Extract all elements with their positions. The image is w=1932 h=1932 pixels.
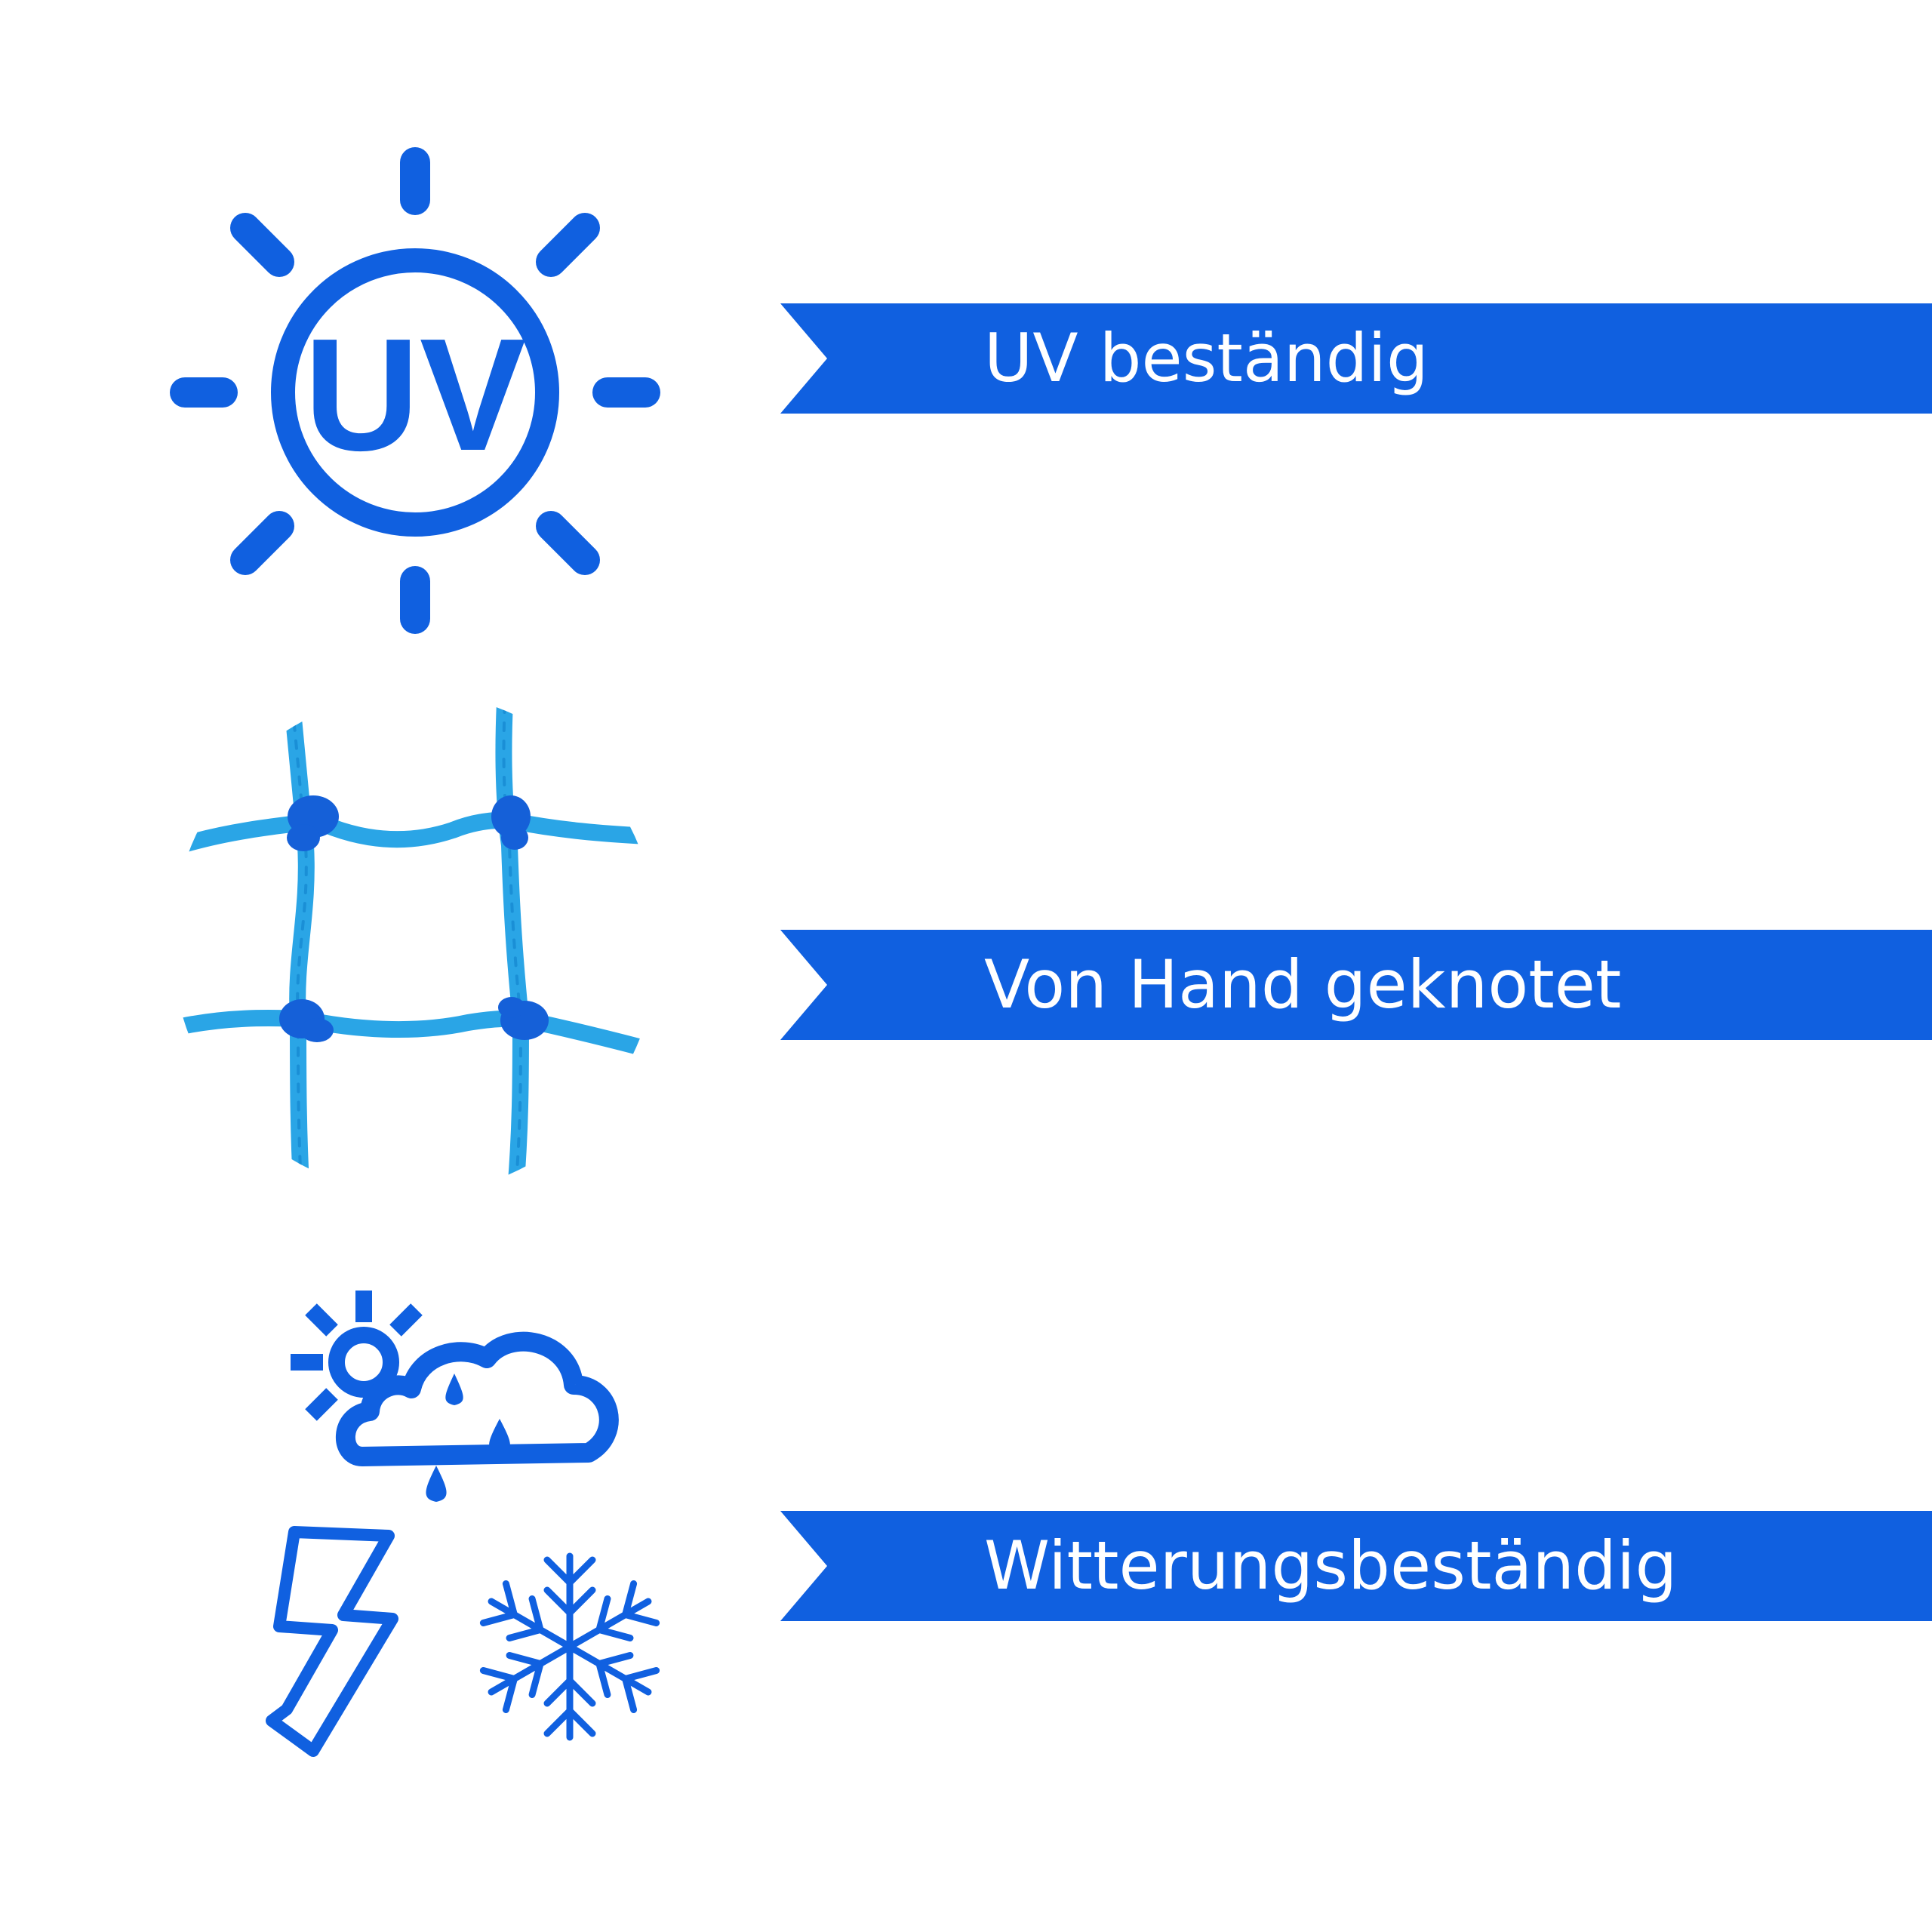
ribbon-shape [780, 930, 1932, 1040]
uv-icon-text: UV [304, 305, 527, 484]
feature-label: UV beständig [984, 319, 1429, 397]
feature-banner-weather: Witterungsbeständig [780, 1511, 1932, 1621]
feature-label: Witterungsbeständig [984, 1527, 1678, 1604]
ribbon-shape [780, 1511, 1932, 1621]
sun-cloud-rain-icon [291, 1291, 619, 1502]
knotted-net-icon [173, 693, 657, 1194]
lightning-icon [266, 1526, 398, 1757]
snowflake-icon [479, 1552, 660, 1741]
uv-sun-icon: UV [170, 147, 660, 634]
feature-banner-hand-knotted: Von Hand geknotet [780, 930, 1932, 1040]
feature-label: Von Hand geknotet [984, 946, 1622, 1023]
weather-icon [266, 1291, 660, 1757]
ribbon-shape [780, 303, 1932, 414]
feature-banner-uv: UV beständig [780, 303, 1932, 414]
